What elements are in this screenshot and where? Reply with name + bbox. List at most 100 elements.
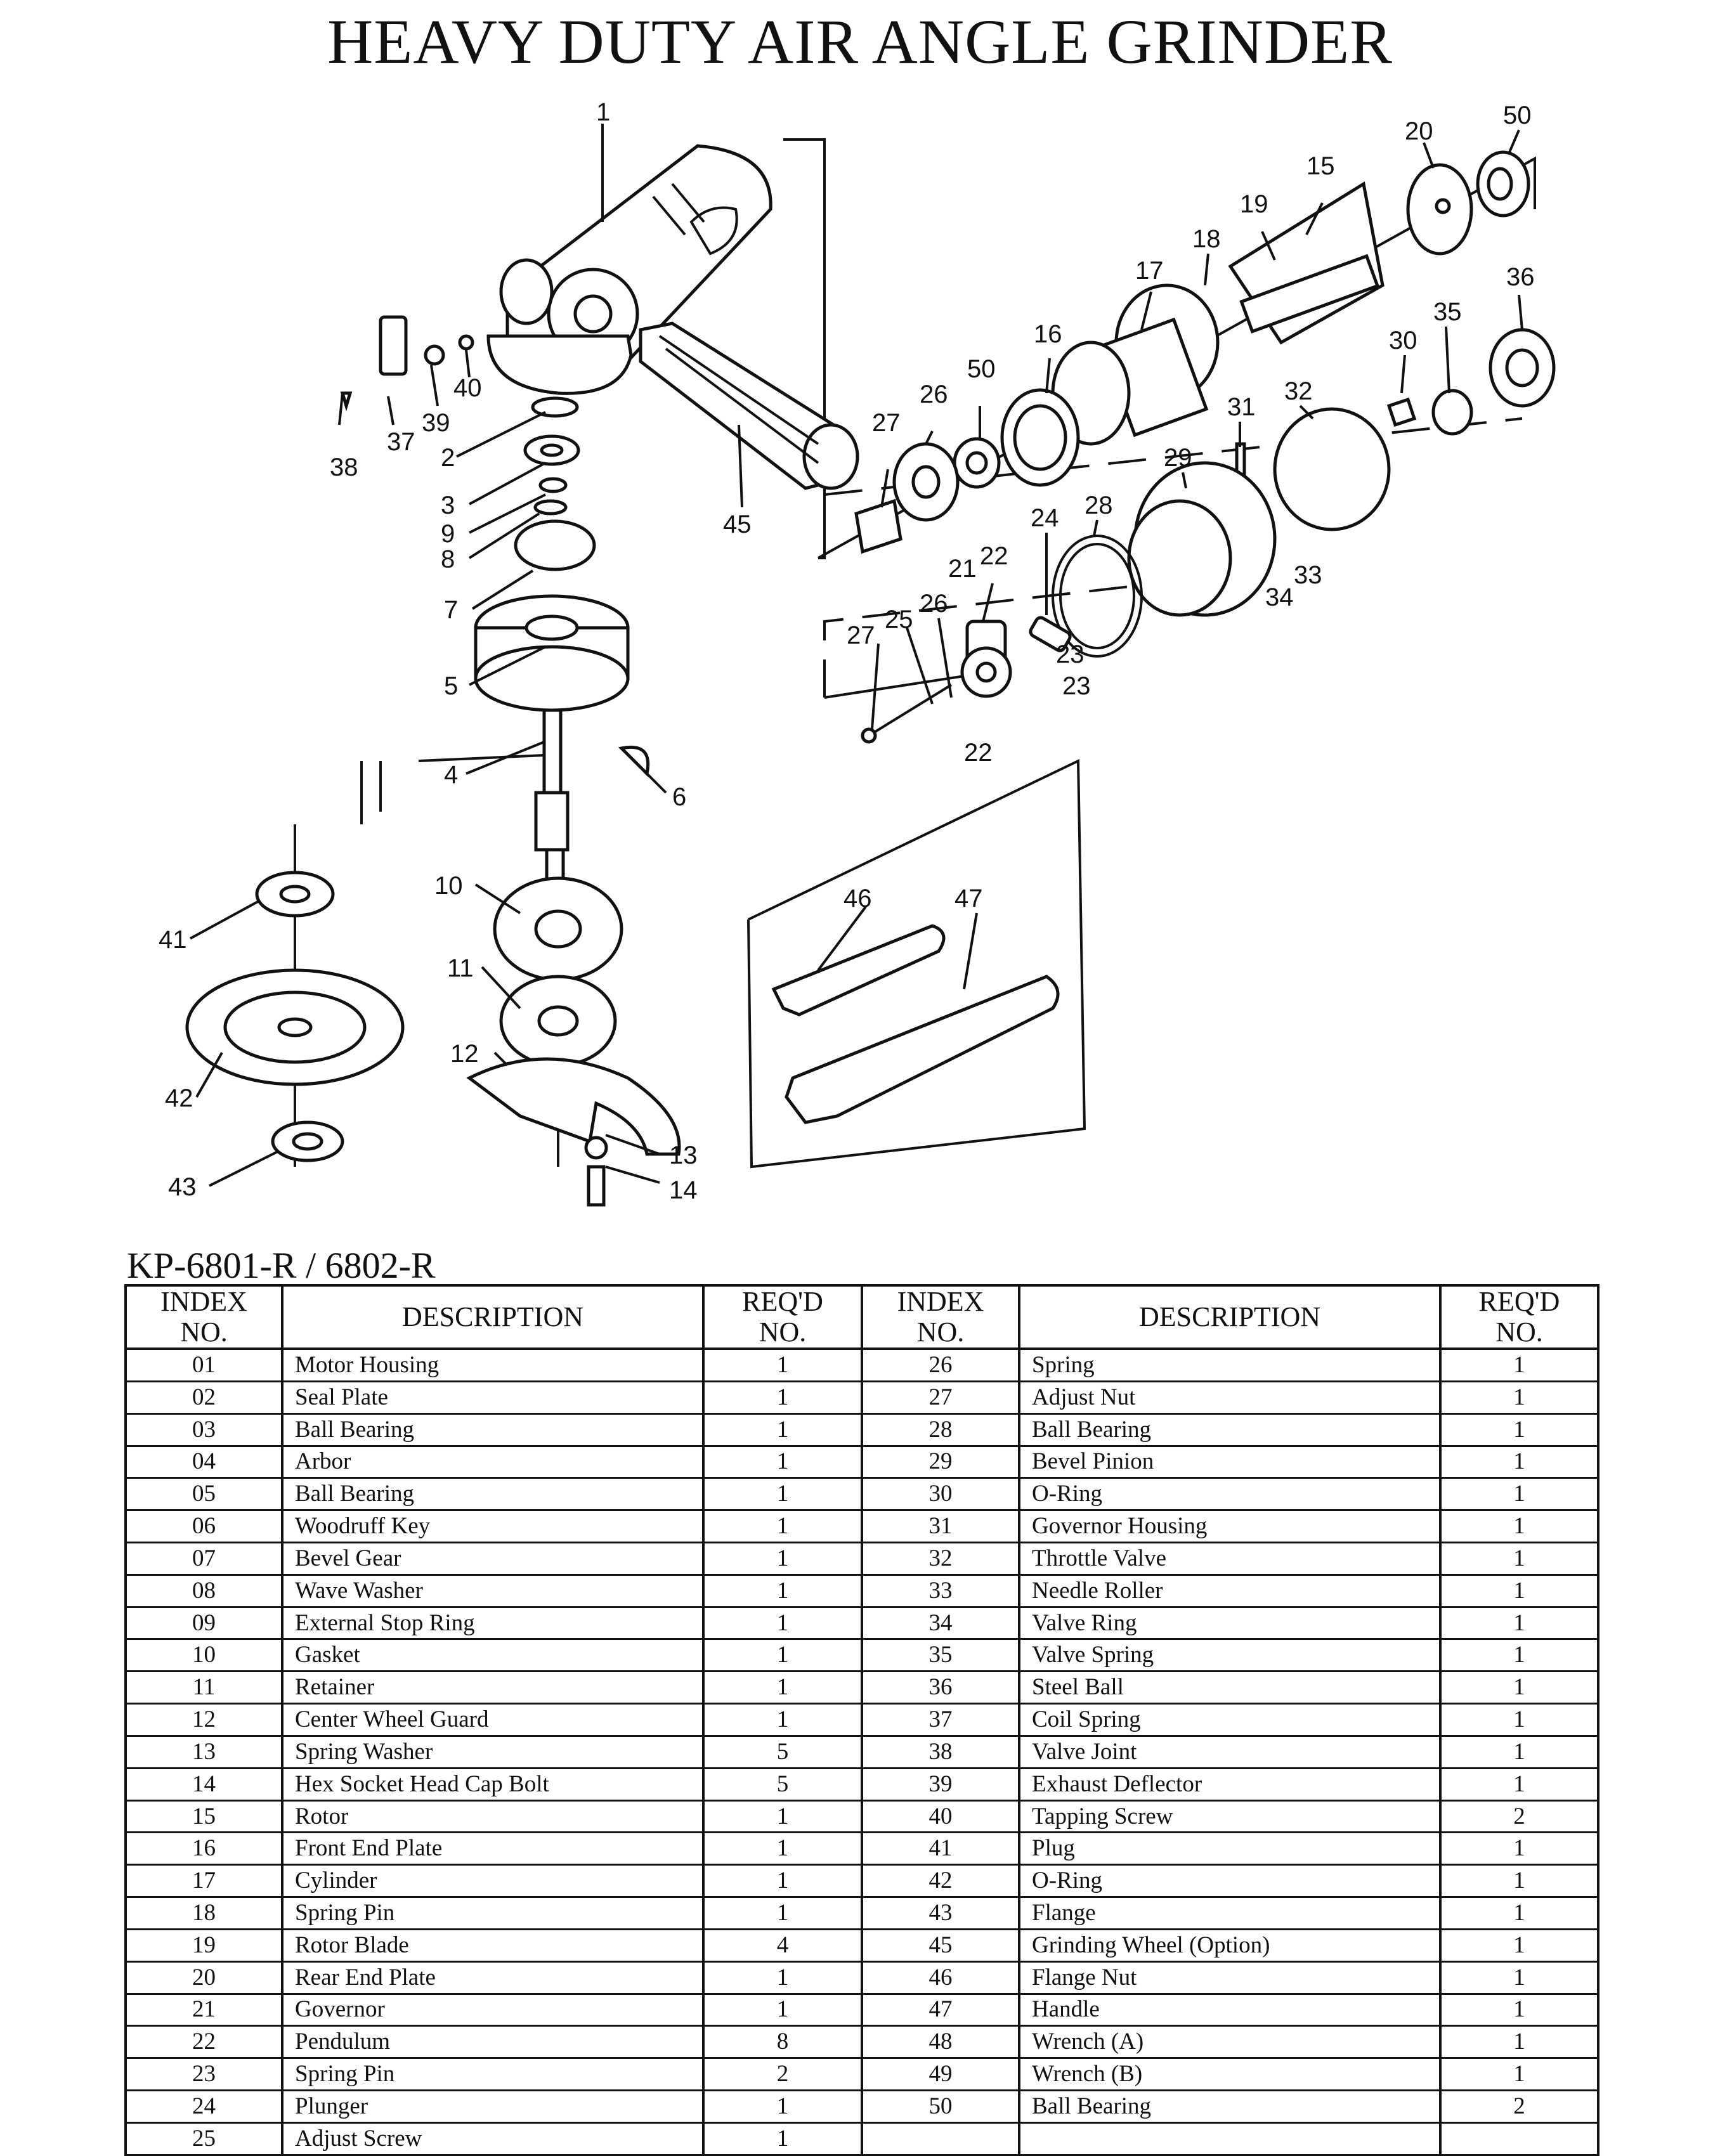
part-index-left: 20 xyxy=(124,1960,283,1995)
part-description-right: Grinding Wheel (Option) xyxy=(1018,1928,1442,1963)
part-index-right: 39 xyxy=(861,1767,1020,1802)
part-description-left: Woodruff Key xyxy=(281,1509,705,1543)
callout-1: 1 xyxy=(596,98,610,126)
table-header-row: INDEX NO. DESCRIPTION REQ'D NO. INDEX NO… xyxy=(124,1284,1599,1350)
callout-12: 12 xyxy=(450,1040,479,1068)
part-qty-left: 8 xyxy=(702,2025,863,2060)
callout-16: 16 xyxy=(1034,320,1062,348)
part-description-left: Cylinder xyxy=(281,1864,705,1899)
callout-33: 31 xyxy=(1227,393,1256,421)
part-description-right: Steel Ball xyxy=(1018,1670,1442,1705)
part-description-left: External Stop Ring xyxy=(281,1606,705,1640)
part-qty-right: 1 xyxy=(1439,1896,1599,1930)
part-qty-right: 2 xyxy=(1439,2089,1599,2124)
part-index-right: 45 xyxy=(861,1928,1020,1963)
callout-10: 10 xyxy=(434,872,463,900)
part-qty-left: 1 xyxy=(702,1541,863,1576)
part-qty-right: 1 xyxy=(1439,1864,1599,1899)
callout-2: 2 xyxy=(441,444,455,472)
part-qty-right: 1 xyxy=(1439,1734,1599,1769)
callout-31: 29 xyxy=(1164,444,1192,472)
header-reqd-label-right: REQ'D NO. xyxy=(1478,1286,1560,1348)
part-index-right: 41 xyxy=(861,1831,1020,1866)
part-index-right xyxy=(861,2121,1020,2156)
callout-30: 28 xyxy=(1085,491,1113,519)
header-reqd-right: REQ'D NO. xyxy=(1439,1284,1599,1350)
part-qty-right: 1 xyxy=(1439,2025,1599,2060)
part-description-left: Adjust Screw xyxy=(281,2121,705,2156)
part-qty-left: 5 xyxy=(702,1734,863,1769)
callout-49: 47 xyxy=(954,885,983,912)
callout-11: 11 xyxy=(447,954,474,982)
part-qty-right: 1 xyxy=(1439,1445,1599,1479)
callout-41: 39 xyxy=(422,409,450,437)
part-description-left: Ball Bearing xyxy=(281,1477,705,1512)
motor-housing xyxy=(486,144,772,395)
part-qty-right: 1 xyxy=(1439,1509,1599,1543)
callout-35: 33 xyxy=(1294,561,1322,589)
part-description-left: Rear End Plate xyxy=(281,1960,705,1995)
part-index-left: 16 xyxy=(124,1831,283,1866)
exploded-parts-diagram: 1 2 3 9 8 7 5 4 6 10 11 12 13 14 41 42 4… xyxy=(159,98,1556,1207)
callout-23-b: 23 xyxy=(1062,672,1091,700)
part-description-right: Tapping Screw xyxy=(1018,1799,1442,1834)
part-qty-right: 1 xyxy=(1439,1831,1599,1866)
part-description-right: Flange Nut xyxy=(1018,1960,1442,1995)
part-qty-left: 4 xyxy=(702,1928,863,1963)
part-index-right: 48 xyxy=(861,2025,1020,2060)
part-description-right: Ball Bearing xyxy=(1018,1412,1442,1447)
part-description-right: Needle Roller xyxy=(1018,1573,1442,1608)
header-index-left: INDEX NO. xyxy=(124,1284,283,1350)
part-index-right: 32 xyxy=(861,1541,1020,1576)
part-index-right: 42 xyxy=(861,1864,1020,1899)
part-index-right: 29 xyxy=(861,1445,1020,1479)
callout-38: 36 xyxy=(1506,263,1535,291)
part-index-right: 36 xyxy=(861,1670,1020,1705)
part-index-left: 18 xyxy=(124,1896,283,1930)
callout-27: 27 xyxy=(847,621,875,649)
callout-19: 19 xyxy=(1240,190,1268,218)
part-description-right: Adjust Nut xyxy=(1018,1380,1442,1415)
handle xyxy=(639,321,859,490)
part-description-left: Gasket xyxy=(281,1638,705,1673)
part-index-left: 01 xyxy=(124,1348,283,1382)
part-description-right: Coil Spring xyxy=(1018,1703,1442,1737)
part-index-left: 03 xyxy=(124,1412,283,1447)
callout-6: 6 xyxy=(672,783,686,811)
part-description-right: Spring xyxy=(1018,1348,1442,1382)
part-qty-left: 1 xyxy=(702,1896,863,1930)
part-description-right: Plug xyxy=(1018,1831,1442,1866)
part-index-left: 19 xyxy=(124,1928,283,1963)
governor-assembly xyxy=(861,328,1556,744)
part-qty-right: 1 xyxy=(1439,1412,1599,1447)
part-index-left: 05 xyxy=(124,1477,283,1512)
grinding-wheel-group xyxy=(185,871,405,1162)
part-description-right: Valve Spring xyxy=(1018,1638,1442,1673)
header-index-right: INDEX NO. xyxy=(861,1284,1020,1350)
callout-26: 26 xyxy=(920,590,948,618)
part-description-left: Pendulum xyxy=(281,2025,705,2060)
part-qty-left: 1 xyxy=(702,1864,863,1899)
model-number: KP-6801-R / 6802-R xyxy=(127,1245,436,1286)
callout-15: 15 xyxy=(1306,152,1335,180)
part-qty-right: 2 xyxy=(1439,1799,1599,1834)
part-index-left: 12 xyxy=(124,1703,283,1737)
callout-22-bottom: 22 xyxy=(964,739,993,767)
part-description-right: Governor Housing xyxy=(1018,1509,1442,1543)
part-qty-left: 2 xyxy=(702,2057,863,2092)
header-description-right: DESCRIPTION xyxy=(1018,1284,1442,1350)
part-description-right: Wrench (A) xyxy=(1018,2025,1442,2060)
part-qty-right xyxy=(1439,2121,1599,2156)
part-index-right: 28 xyxy=(861,1412,1020,1447)
part-index-left: 11 xyxy=(124,1670,283,1705)
